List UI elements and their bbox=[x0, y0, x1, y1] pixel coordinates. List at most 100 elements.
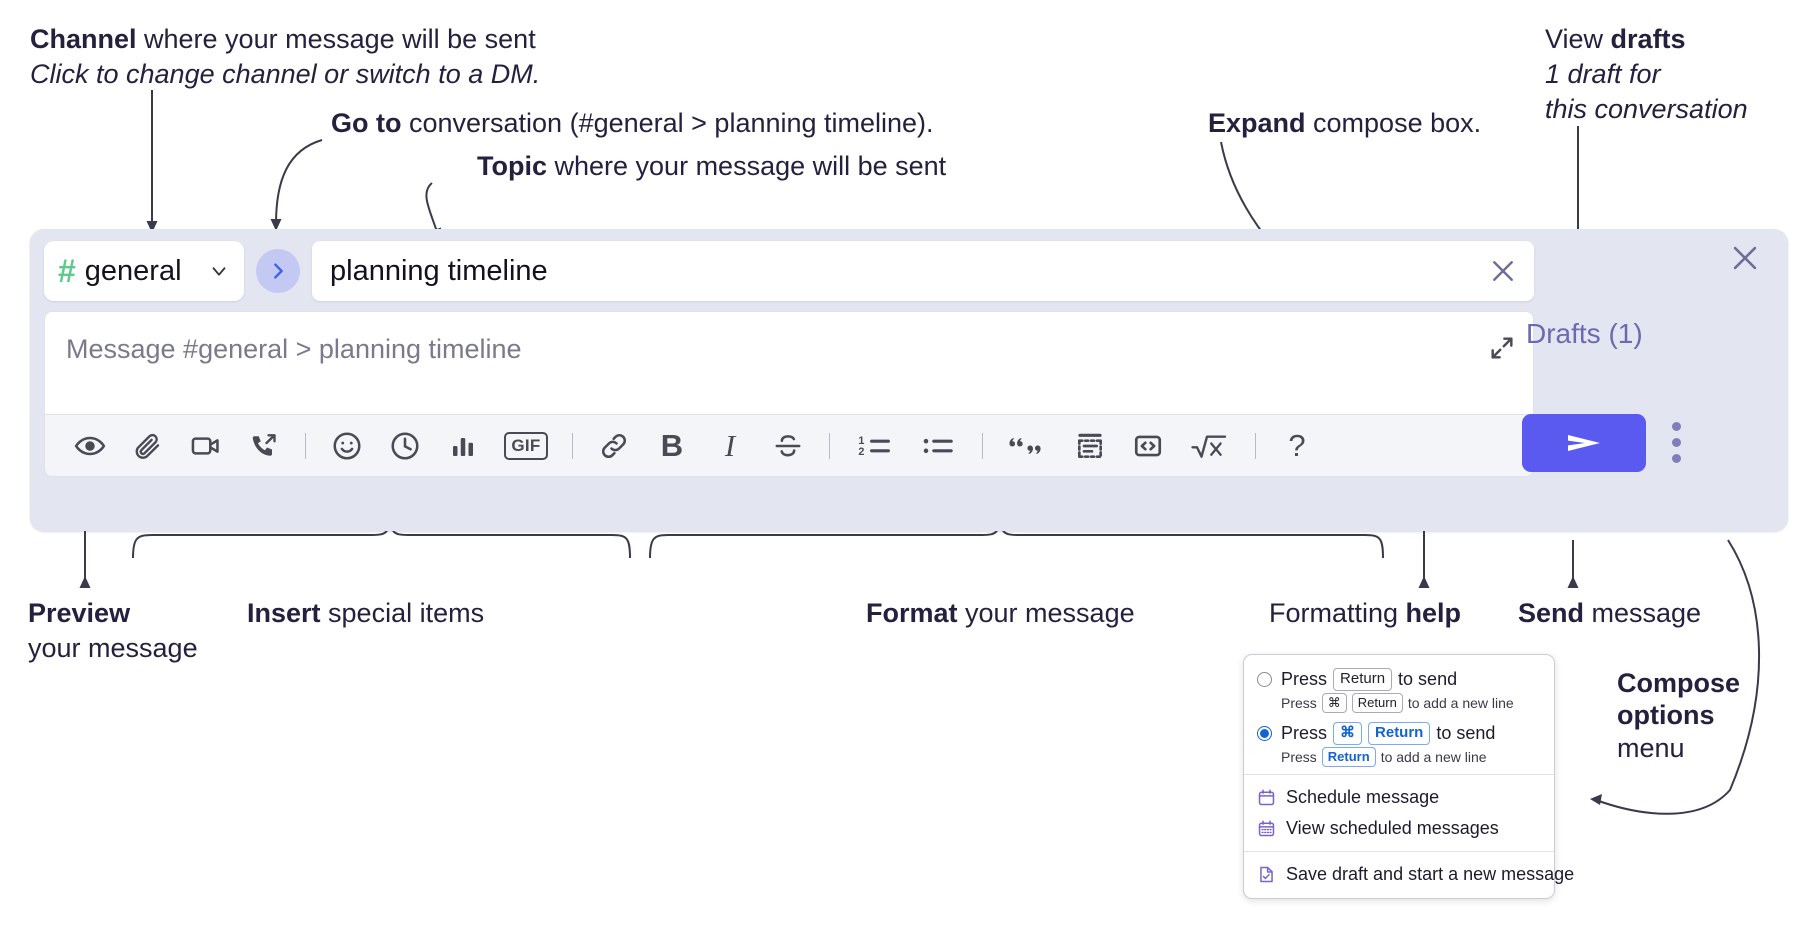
kebab-dot bbox=[1672, 438, 1681, 447]
key-return: Return bbox=[1321, 746, 1376, 767]
annotation-topic: Topic where your message will be sent bbox=[477, 149, 946, 184]
menu-option-cmd-return-to-send[interactable]: Press ⌘ Return to send bbox=[1244, 719, 1554, 745]
toolbar-separator bbox=[305, 432, 306, 459]
menu-item-schedule-message[interactable]: Schedule message bbox=[1244, 782, 1554, 813]
attachment-icon[interactable] bbox=[125, 423, 171, 469]
math-icon[interactable] bbox=[1183, 423, 1237, 469]
send-button[interactable] bbox=[1522, 414, 1646, 472]
annotation-goto: Go to conversation (#general > planning … bbox=[331, 106, 934, 141]
annotation-format: Format your message bbox=[866, 596, 1135, 631]
strikethrough-icon[interactable] bbox=[765, 423, 811, 469]
annotation-formatting-help-bold: help bbox=[1405, 598, 1462, 628]
clock-icon[interactable] bbox=[382, 423, 428, 469]
svg-text:1: 1 bbox=[858, 434, 864, 446]
topic-input[interactable]: planning timeline bbox=[312, 241, 1534, 301]
new-line-label: to add a new line bbox=[1380, 748, 1487, 765]
annotation-send-rest: message bbox=[1584, 598, 1702, 628]
press-label: Press bbox=[1281, 668, 1328, 689]
kebab-dot bbox=[1672, 422, 1681, 431]
bold-icon[interactable]: B bbox=[660, 427, 684, 463]
menu-option-subline: Press Return to add a new line bbox=[1281, 746, 1554, 767]
annotation-drafts-lead: View bbox=[1545, 24, 1611, 54]
poll-icon[interactable] bbox=[440, 423, 486, 469]
close-icon[interactable] bbox=[1488, 256, 1518, 286]
inline-code-icon[interactable] bbox=[1125, 423, 1171, 469]
menu-divider bbox=[1244, 774, 1554, 775]
menu-option-subline: Press ⌘ Return to add a new line bbox=[1281, 692, 1554, 713]
annotation-channel-rest: where your message will be sent bbox=[136, 24, 536, 54]
menu-option-line: Press Return to send bbox=[1281, 668, 1457, 691]
gif-label: GIF bbox=[504, 431, 548, 460]
drafts-link[interactable]: Drafts (1) bbox=[1526, 318, 1643, 349]
italic-icon[interactable]: I bbox=[724, 427, 736, 463]
kebab-dot bbox=[1672, 454, 1681, 463]
menu-item-view-scheduled-messages[interactable]: View scheduled messages bbox=[1244, 813, 1554, 844]
message-placeholder: Message #general > planning timeline bbox=[66, 334, 522, 364]
compose-right-column: Drafts (1) bbox=[1520, 229, 1770, 531]
gif-icon[interactable]: GIF bbox=[498, 423, 554, 469]
svg-text:2: 2 bbox=[858, 446, 864, 458]
annotation-expand: Expand compose box. bbox=[1208, 106, 1481, 141]
compose-header-row: # general planning timeline bbox=[44, 241, 1534, 301]
menu-item-save-draft[interactable]: Save draft and start a new message bbox=[1244, 859, 1574, 890]
menu-item-label: Schedule message bbox=[1286, 787, 1440, 807]
menu-item-label: View scheduled messages bbox=[1286, 818, 1499, 838]
send-icon bbox=[1562, 428, 1606, 458]
emoji-icon[interactable] bbox=[324, 423, 370, 469]
annotation-insert-rest: special items bbox=[320, 598, 485, 628]
annotation-insert-bold: Insert bbox=[247, 598, 321, 628]
leader-goto bbox=[275, 139, 323, 225]
code-block-icon[interactable] bbox=[1067, 423, 1113, 469]
huddle-icon[interactable] bbox=[241, 423, 287, 469]
ordered-list-icon[interactable]: 1 2 bbox=[848, 423, 900, 469]
annotation-drafts-bold: drafts bbox=[1610, 24, 1686, 54]
channel-selector[interactable]: # general bbox=[44, 241, 244, 301]
annotation-expand-rest: compose box. bbox=[1305, 108, 1482, 138]
help-icon[interactable]: ? bbox=[1288, 427, 1306, 463]
compose-panel: # general planning timeline bbox=[30, 229, 1788, 531]
key-command: ⌘ bbox=[1321, 692, 1347, 713]
radio-button[interactable] bbox=[1257, 672, 1272, 687]
annotation-compose-options-bold1: Compose bbox=[1617, 668, 1741, 698]
annotation-channel-bold: Channel bbox=[30, 24, 137, 54]
annotation-channel: Channel where your message will be sent … bbox=[30, 22, 540, 92]
hash-icon: # bbox=[58, 253, 76, 289]
blockquote-icon[interactable] bbox=[1001, 423, 1055, 469]
expand-icon[interactable] bbox=[1488, 334, 1516, 362]
compose-options-menu: Press Return to send Press ⌘ Return to a… bbox=[1243, 654, 1574, 899]
goto-conversation-button[interactable] bbox=[256, 249, 300, 293]
menu-item-label: Save draft and start a new message bbox=[1286, 864, 1575, 884]
annotation-preview-bold: Preview bbox=[28, 598, 131, 628]
annotation-compose-options-bold2: options bbox=[1617, 700, 1715, 731]
save-draft-icon bbox=[1257, 865, 1276, 884]
bulleted-list-icon[interactable] bbox=[912, 423, 964, 469]
annotation-insert: Insert special items bbox=[247, 596, 484, 631]
annotation-expand-bold: Expand bbox=[1208, 108, 1306, 138]
menu-option-return-to-send[interactable]: Press Return to send bbox=[1244, 665, 1554, 691]
calendar-schedule-icon bbox=[1257, 788, 1276, 807]
compose-options-button[interactable] bbox=[1672, 422, 1681, 470]
formatting-toolbar: GIF B I bbox=[44, 415, 1534, 477]
annotation-goto-rest: conversation (#general > planning timeli… bbox=[401, 108, 934, 138]
annotation-topic-rest: where your message will be sent bbox=[547, 151, 947, 181]
annotation-send: Send message bbox=[1518, 596, 1701, 631]
toolbar-separator bbox=[1255, 432, 1256, 459]
annotation-compose-options-rest: menu bbox=[1617, 732, 1685, 763]
radio-button-selected[interactable] bbox=[1257, 726, 1272, 741]
video-icon[interactable] bbox=[183, 423, 229, 469]
calendar-view-icon bbox=[1257, 819, 1276, 838]
preview-icon[interactable] bbox=[67, 423, 113, 469]
annotation-drafts-italic2: this conversation bbox=[1545, 94, 1748, 125]
annotation-preview: Preview your message bbox=[28, 596, 198, 666]
close-icon[interactable] bbox=[1728, 241, 1762, 275]
new-line-label: to add a new line bbox=[1407, 694, 1514, 711]
chevron-right-icon bbox=[267, 260, 289, 282]
message-input[interactable]: Message #general > planning timeline bbox=[44, 311, 1534, 415]
annotation-goto-bold: Go to bbox=[331, 108, 402, 138]
annotation-topic-bold: Topic bbox=[477, 151, 547, 181]
key-return: Return bbox=[1333, 668, 1393, 691]
key-return: Return bbox=[1368, 722, 1431, 745]
annotation-preview-line2: your message bbox=[28, 633, 198, 664]
link-icon[interactable] bbox=[591, 423, 637, 469]
menu-divider bbox=[1244, 851, 1554, 852]
